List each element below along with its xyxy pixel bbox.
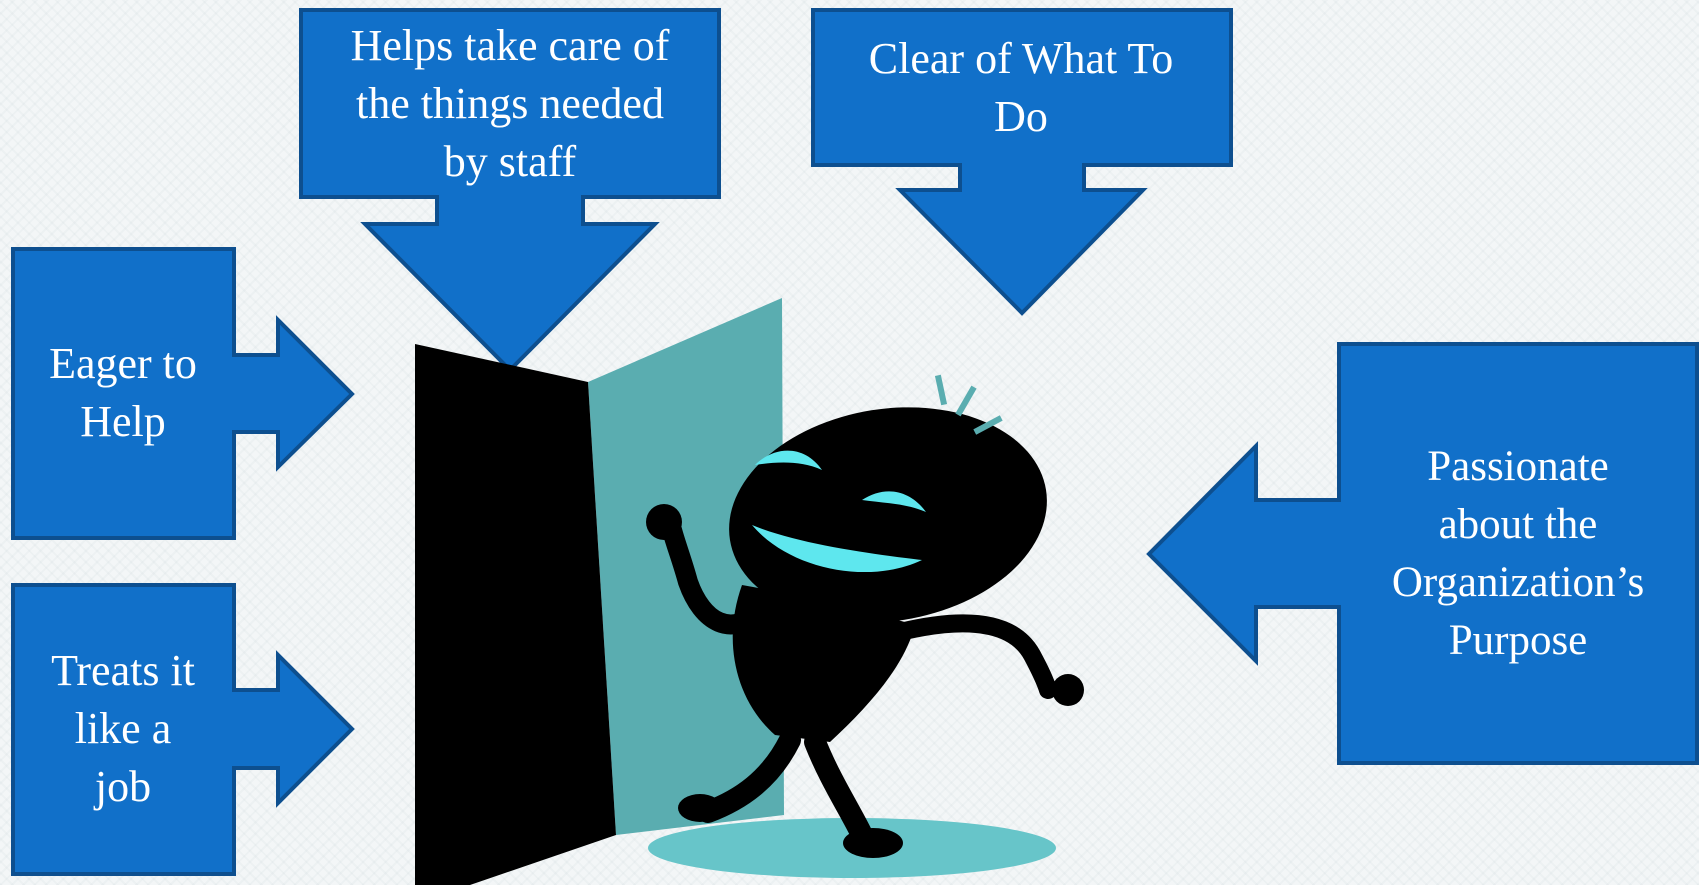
callout-arrow-right-left-upper — [11, 247, 355, 540]
callout-arrow-right-left-lower — [11, 583, 355, 876]
callout-text-top-right: Clear of What To Do — [868, 34, 1174, 141]
figure-arm-right — [891, 614, 1057, 699]
callout-text-right: Passionate about the Organization’s Purp… — [1391, 443, 1645, 664]
callout-text-left-upper: Eager to Help — [49, 339, 197, 446]
motion-tick-1 — [934, 374, 948, 406]
figure-arm-left — [662, 520, 772, 635]
callout-text-top-left: Helps take care of the things needed by … — [350, 21, 670, 186]
figure-leg-right — [804, 731, 873, 846]
figure-foot-right — [843, 828, 903, 858]
figure-eye-right — [862, 491, 926, 512]
figure-body — [732, 585, 915, 742]
callout-arrow-left-right — [1146, 342, 1699, 765]
callout-text-left-lower: Treats it like a job — [51, 646, 195, 811]
motion-tick-3 — [973, 415, 1003, 435]
figure-fist-right — [1052, 674, 1084, 706]
door-panel — [415, 344, 616, 885]
motion-tick-2 — [955, 385, 977, 417]
happy-figure-entering-door-icon — [415, 298, 1084, 885]
callout-arrow-down-top-left — [299, 8, 721, 373]
figure-smile — [752, 525, 922, 573]
figure-foot-left — [678, 794, 722, 822]
callout-arrow-down-top-right — [811, 8, 1233, 316]
figure-eye-left — [755, 450, 822, 470]
figure-fist-left — [646, 504, 682, 540]
